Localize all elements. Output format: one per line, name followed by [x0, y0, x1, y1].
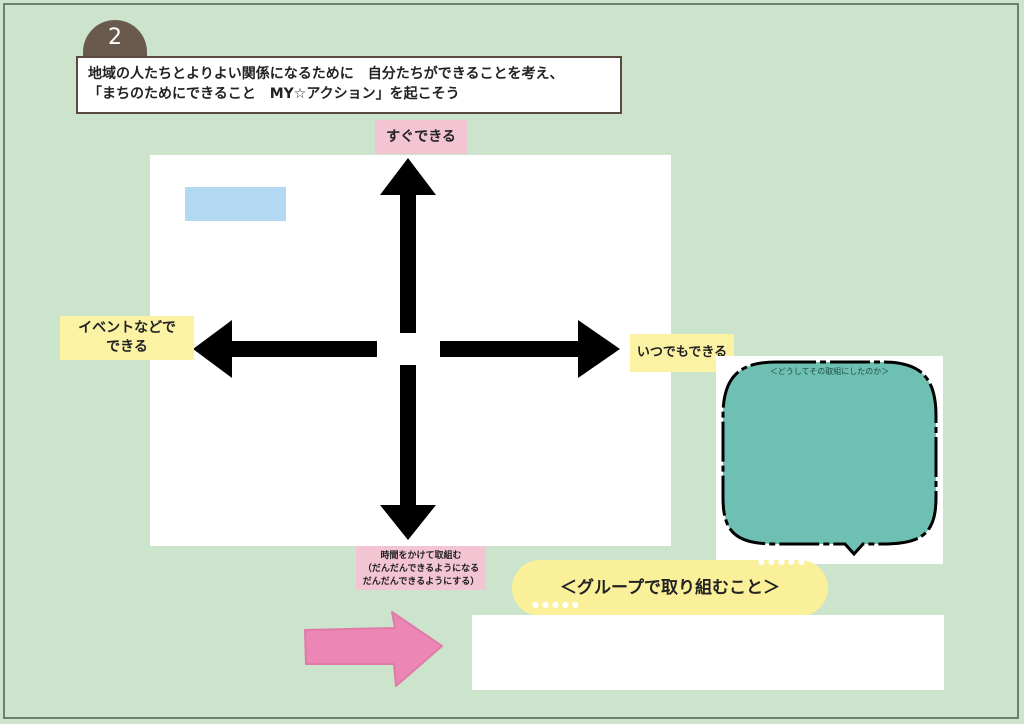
axis-label-bottom-line-3: だんだんできるようにする） — [362, 577, 480, 587]
title-box: 地域の人たちとよりよい関係になるために 自分たちができることを考え、 「まちのた… — [76, 56, 622, 114]
title-line-1: 地域の人たちとよりよい関係になるために 自分たちができることを考え、 — [88, 66, 564, 82]
decorative-dots-top: ●●●●● — [758, 557, 808, 566]
title-line-2: 「まちのためにできること MY☆アクション」を起こそう — [88, 86, 460, 102]
axis-label-left-line-2: できる — [106, 339, 148, 355]
speech-bubble-icon — [721, 360, 938, 557]
axis-label-top: すぐできる — [375, 120, 467, 154]
step-number: 2 — [108, 25, 122, 50]
group-activity-label: ＜グループで取り組むこと＞ — [512, 560, 828, 616]
axis-label-bottom-line-2: （だんだんできるようになる — [362, 564, 480, 574]
blue-label-slot[interactable] — [185, 187, 286, 221]
reason-caption: ＜どうしてその取組にしたのか＞ — [769, 367, 890, 376]
axis-label-left: イベントなどで できる — [60, 316, 194, 360]
group-activity-answer-box[interactable] — [472, 615, 944, 690]
decorative-dots-bottom: ●●●●● — [532, 600, 582, 609]
axis-label-right-text: いつでもできる — [636, 345, 728, 360]
group-activity-label-text: ＜グループで取り組むこと＞ — [560, 578, 780, 598]
axis-label-bottom-line-1: 時間をかけて取組む — [380, 551, 462, 561]
axis-label-right: いつでもできる — [630, 334, 734, 372]
reason-panel — [716, 356, 943, 564]
axis-label-bottom: 時間をかけて取組む （だんだんできるようになる だんだんできるようにする） — [356, 546, 486, 590]
axis-label-left-line-1: イベントなどで — [78, 320, 176, 336]
axis-label-top-text: すぐできる — [386, 129, 456, 145]
